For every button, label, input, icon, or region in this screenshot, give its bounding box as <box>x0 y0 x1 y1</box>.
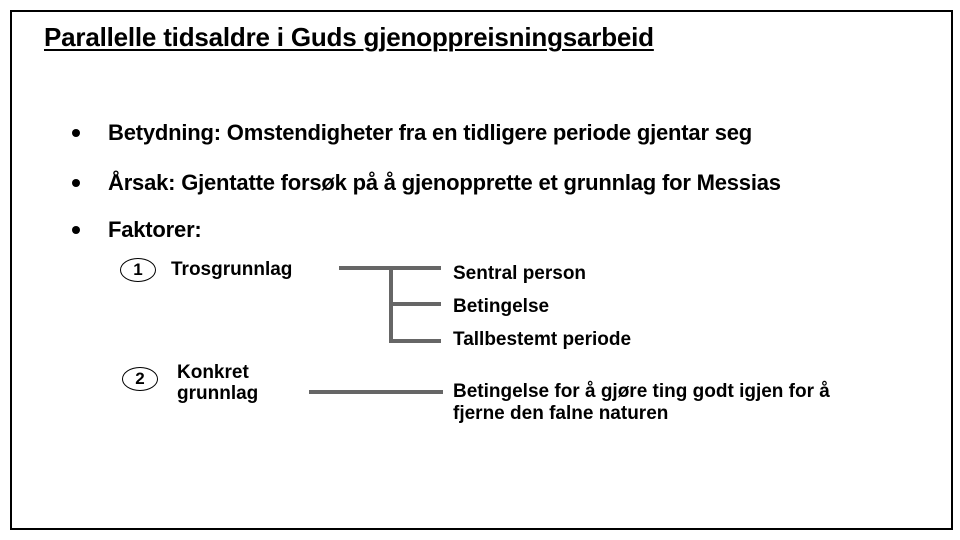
bullet-dot-icon <box>72 226 80 234</box>
bullet-dot-icon <box>72 179 80 187</box>
branch-sentral-person: Sentral person <box>453 263 587 284</box>
connector-branch-2 <box>389 302 441 306</box>
branch-betingelse: Betingelse <box>453 296 550 317</box>
factor-2-name-line1: Konkret <box>177 362 249 383</box>
bullet-text: Faktorer: <box>108 217 202 242</box>
connector-branch-3 <box>389 339 441 343</box>
number-circle-2: 2 <box>122 367 158 391</box>
factor-2-description-line2: fjerne den falne naturen <box>453 403 669 424</box>
slide-title: Parallelle tidsaldre i Guds gjenoppreisn… <box>44 22 654 52</box>
branch-tallbestemt-periode: Tallbestemt periode <box>453 329 632 350</box>
connector-main-2 <box>309 390 443 394</box>
bullet-dot-icon <box>72 129 80 137</box>
factor-2-description-line1: Betingelse for å gjøre ting godt igjen f… <box>453 381 830 402</box>
bullet-text: Årsak: Gjentatte forsøk på å gjenopprett… <box>108 170 781 195</box>
bullet-text: Betydning: Omstendigheter fra en tidlige… <box>108 120 753 145</box>
factor-2-name-line2: grunnlag <box>177 383 259 404</box>
number-circle-1: 1 <box>120 258 156 282</box>
factor-1-name: Trosgrunnlag <box>171 259 293 280</box>
slide-frame <box>10 10 953 530</box>
